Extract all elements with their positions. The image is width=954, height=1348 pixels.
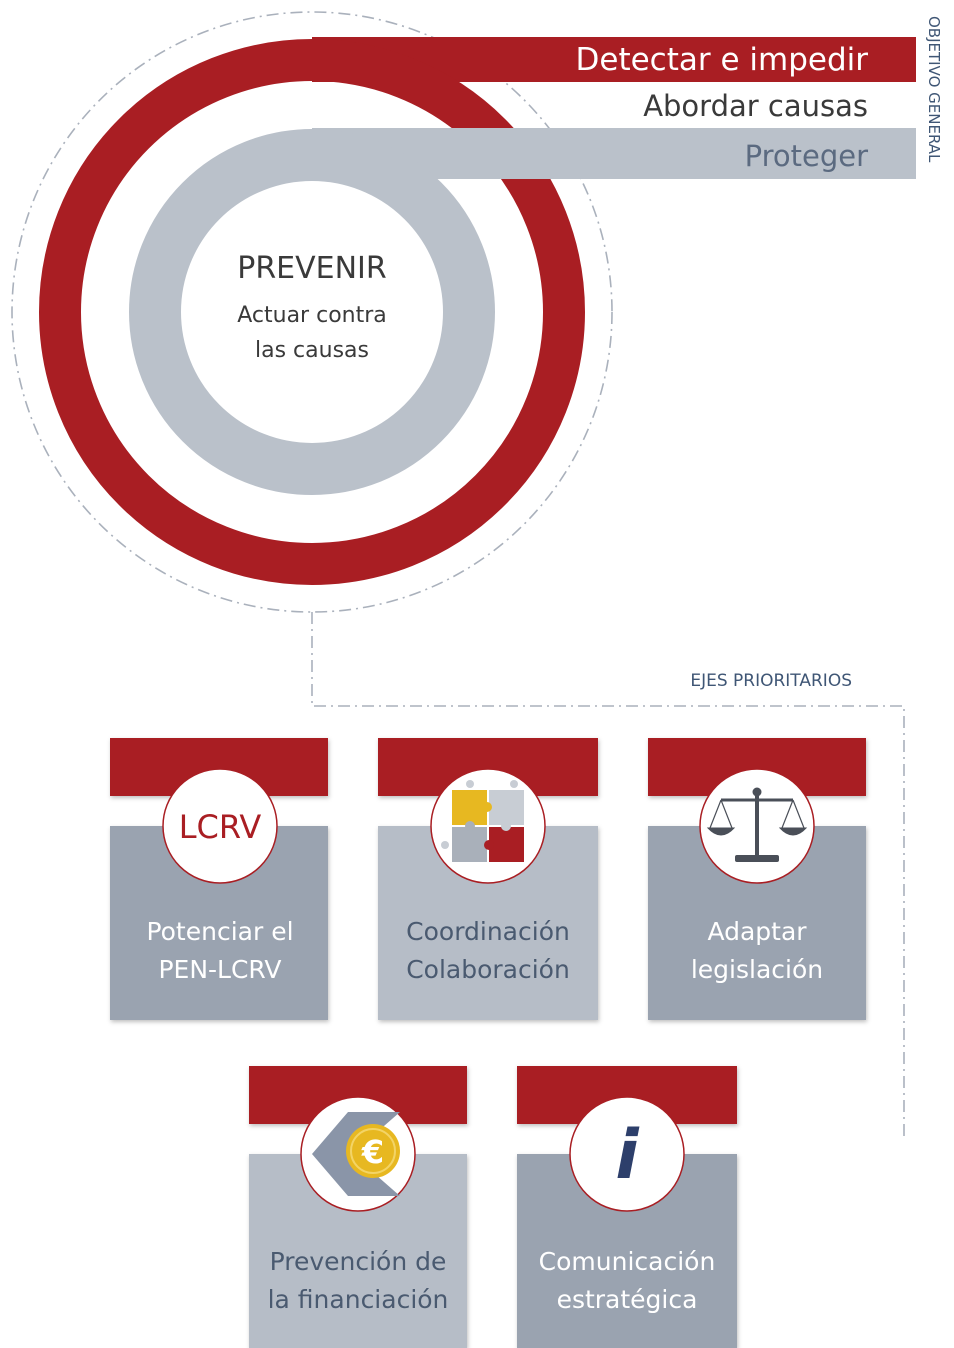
card-line1: Adaptar xyxy=(707,917,807,946)
svg-text:€: € xyxy=(361,1133,384,1171)
card-line1: Potenciar el xyxy=(146,917,293,946)
outer-dashed-circle xyxy=(11,11,613,613)
scales-icon xyxy=(706,787,808,862)
puzzle-icon xyxy=(441,780,524,862)
objective-address-label: Abordar causas xyxy=(643,89,868,123)
card-line2: estratégica xyxy=(557,1285,698,1314)
axis-card-prevencion: € Prevención de la financiación xyxy=(249,1066,467,1348)
card-line2: Colaboración xyxy=(406,955,570,984)
lcrv-badge-icon: LCRV xyxy=(179,808,262,846)
card-line1: Comunicación xyxy=(539,1247,716,1276)
general-objective-side-label: OBJETIVO GENERAL xyxy=(925,16,943,163)
center-subtitle-line2: las causas xyxy=(255,338,369,363)
axis-card-potenciar: LCRV Potenciar el PEN-LCRV xyxy=(110,738,328,1020)
card-line2: la financiación xyxy=(268,1285,449,1314)
info-icon: i xyxy=(615,1116,640,1195)
card-line1: Coordinación xyxy=(406,917,570,946)
objective-detect-label: Detectar e impedir xyxy=(576,42,869,78)
euro-coin-icon: € xyxy=(312,1112,400,1196)
center-title: PREVENIR xyxy=(237,251,387,286)
red-ring xyxy=(39,39,585,585)
axis-card-adaptar: Adaptar legislación xyxy=(648,738,866,1020)
objective-protect-label: Proteger xyxy=(745,139,868,173)
priority-axes-label: EJES PRIORITARIOS xyxy=(690,671,852,691)
gray-ring xyxy=(129,129,495,495)
center-subtitle-line1: Actuar contra xyxy=(237,303,387,328)
axis-card-comunicacion: i Comunicación estratégica xyxy=(517,1066,737,1348)
axes-connector-line xyxy=(311,612,905,1136)
card-line2: PEN-LCRV xyxy=(158,955,281,984)
card-line2: legislación xyxy=(691,955,823,984)
card-line1: Prevención de xyxy=(270,1247,447,1276)
axis-card-coordinacion: Coordinación Colaboración xyxy=(378,738,598,1020)
